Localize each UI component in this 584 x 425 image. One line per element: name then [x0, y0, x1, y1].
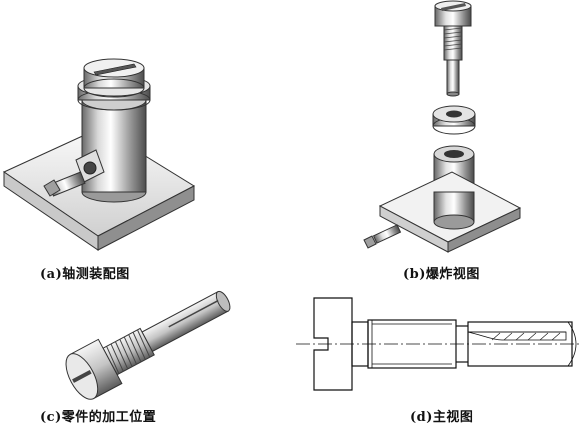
panel-exploded: (b)爆炸视图	[292, 0, 584, 282]
set-screw	[363, 224, 402, 249]
front-view-drawing	[296, 297, 582, 391]
base-plate-exploded	[378, 171, 522, 253]
side-lug	[43, 149, 105, 197]
assembly-drawing	[2, 58, 196, 251]
panel-machining: (c)零件的加工位置	[0, 282, 292, 425]
panel-front-view: (d)主视图	[292, 282, 584, 425]
panel-assembly: (a)轴测装配图	[0, 0, 292, 282]
shank-outline	[467, 321, 573, 367]
exploded-drawing	[363, 0, 522, 253]
caption-a: (a)轴测装配图	[40, 267, 130, 282]
screw	[434, 0, 472, 97]
thread-outline	[367, 319, 457, 369]
caption-c: (c)零件的加工位置	[40, 410, 157, 425]
caption-b: (b)爆炸视图	[403, 267, 480, 282]
machining-drawing	[65, 290, 231, 400]
screw-head	[83, 58, 145, 98]
washer-exploded	[432, 105, 476, 135]
caption-d: (d)主视图	[410, 410, 474, 425]
bush-cylinder	[81, 89, 147, 203]
screw-horizontal	[65, 290, 231, 400]
